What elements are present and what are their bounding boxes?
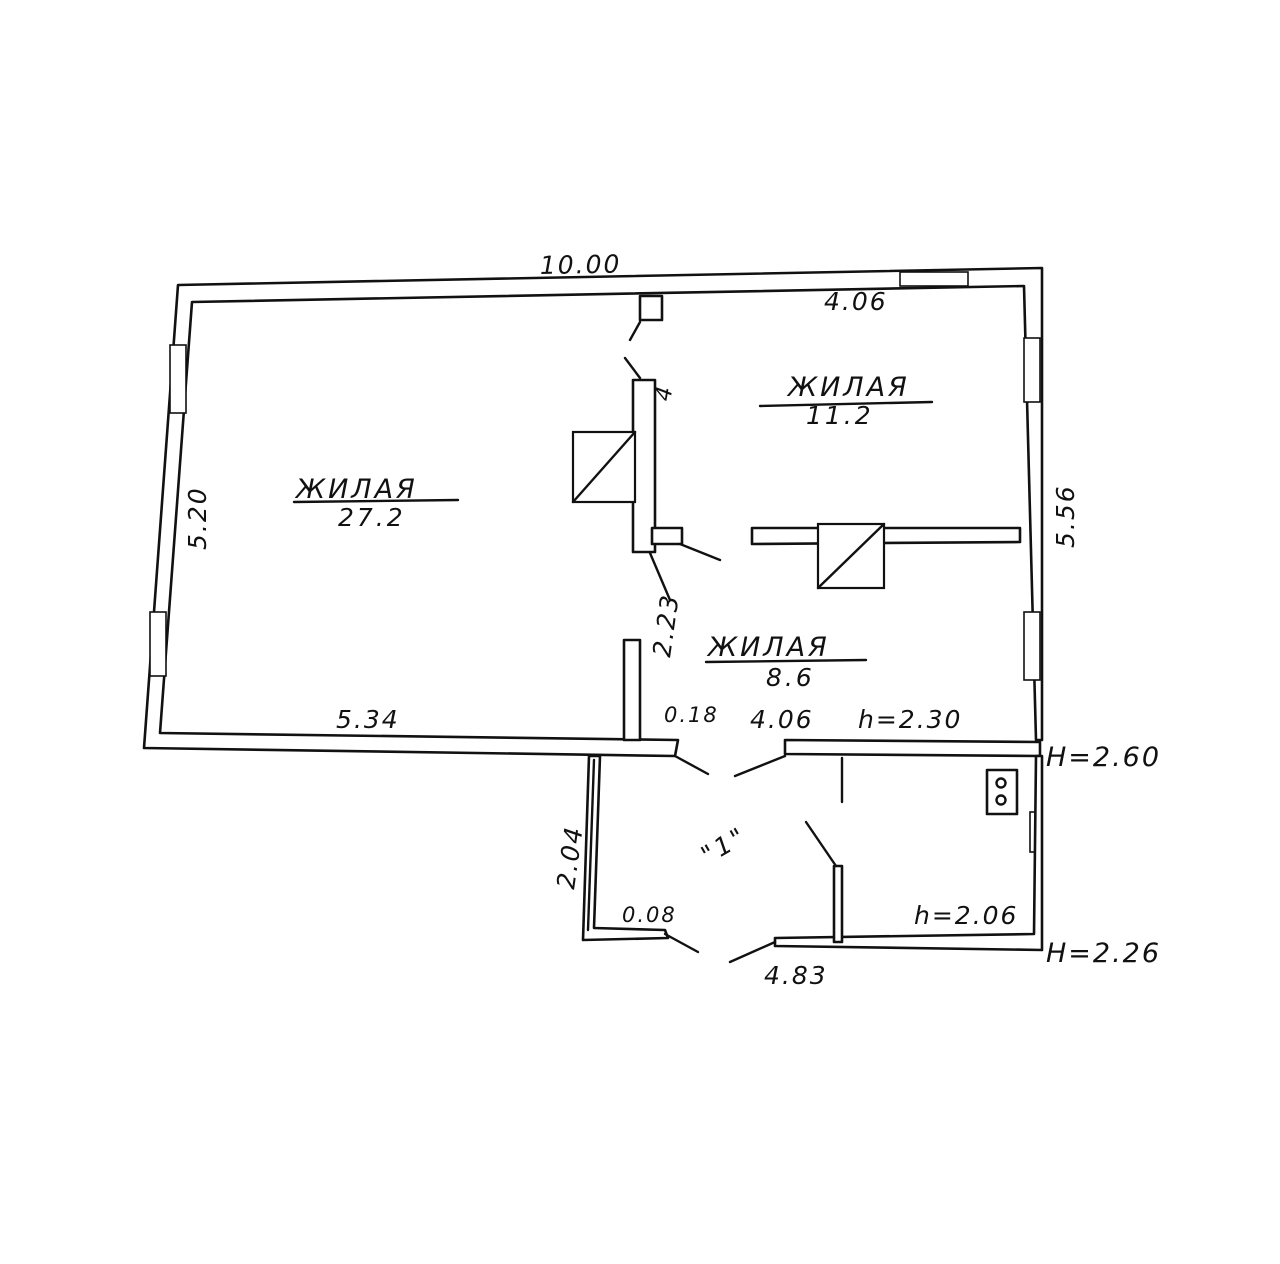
dim-right-side: 5.56 bbox=[1051, 484, 1080, 548]
window-top bbox=[899, 271, 969, 287]
door-swing-5 bbox=[673, 754, 710, 776]
room-underline-1 bbox=[292, 498, 460, 504]
dim-bottom-right-room: 4.06 bbox=[750, 705, 814, 734]
room-label-upper-right: ЖИЛАЯ bbox=[786, 372, 910, 403]
window-left-upper bbox=[169, 344, 187, 414]
window-right-upper bbox=[1023, 337, 1041, 403]
room-area-upper-right: 11.2 bbox=[806, 401, 874, 430]
partition-top-stub bbox=[638, 294, 664, 322]
interior-wall-bottom-right bbox=[783, 738, 1042, 758]
height-main-outer: H=2.60 bbox=[1046, 742, 1161, 773]
room-area-large: 27.2 bbox=[338, 503, 406, 532]
cooktop-icon bbox=[985, 768, 1019, 816]
dim-stove-passage: 2.23 bbox=[647, 592, 685, 659]
veranda-wall bbox=[581, 754, 670, 942]
dim-veranda-left: 2.04 bbox=[551, 824, 589, 891]
interior-wall-right bbox=[750, 526, 1022, 546]
exterior-wall bbox=[142, 266, 1044, 758]
dim-veranda-bottom: 4.83 bbox=[764, 961, 828, 990]
veranda-label: "1" bbox=[696, 821, 752, 870]
door-swing-4 bbox=[648, 551, 672, 602]
door-marker: 4 bbox=[651, 383, 678, 403]
door-swing-6 bbox=[733, 754, 787, 778]
veranda-right-wall bbox=[773, 754, 1044, 952]
door-swing-1 bbox=[628, 320, 642, 342]
dim-top-right-room: 4.06 bbox=[824, 287, 888, 316]
dim-bottom-left-room: 5.34 bbox=[336, 705, 400, 734]
room-label-lower-right: ЖИЛАЯ bbox=[706, 632, 830, 663]
room-underline-2 bbox=[758, 400, 934, 408]
height-main-inner: h=2.30 bbox=[858, 705, 962, 734]
door-swing-7 bbox=[663, 932, 700, 954]
dim-wall-thickness-b: 0.08 bbox=[622, 903, 677, 927]
door-swing-8 bbox=[728, 940, 777, 964]
stove-left bbox=[571, 430, 637, 504]
room-area-lower-right: 8.6 bbox=[766, 663, 815, 692]
veranda-left-inner-line bbox=[586, 758, 596, 932]
partition-lower-stub bbox=[622, 638, 642, 742]
door-swing-9 bbox=[804, 820, 838, 868]
height-veranda-outer: H=2.26 bbox=[1046, 938, 1161, 969]
veranda-partition bbox=[832, 864, 844, 944]
room-label-large: ЖИЛАЯ bbox=[294, 474, 418, 505]
door-swing-3 bbox=[678, 542, 722, 562]
dim-wall-thickness-a: 0.18 bbox=[664, 703, 719, 727]
dim-top-total: 10.00 bbox=[540, 250, 622, 280]
dim-left-side: 5.20 bbox=[183, 486, 212, 550]
room-underline-3 bbox=[704, 658, 868, 664]
window-left-lower bbox=[149, 611, 167, 677]
window-right-lower bbox=[1023, 611, 1041, 681]
stove-right bbox=[816, 522, 886, 590]
partition-stub-small bbox=[650, 526, 684, 546]
partition-stove-wall bbox=[631, 378, 657, 554]
door-swing-2 bbox=[623, 356, 642, 380]
height-veranda-inner: h=2.06 bbox=[914, 901, 1018, 930]
